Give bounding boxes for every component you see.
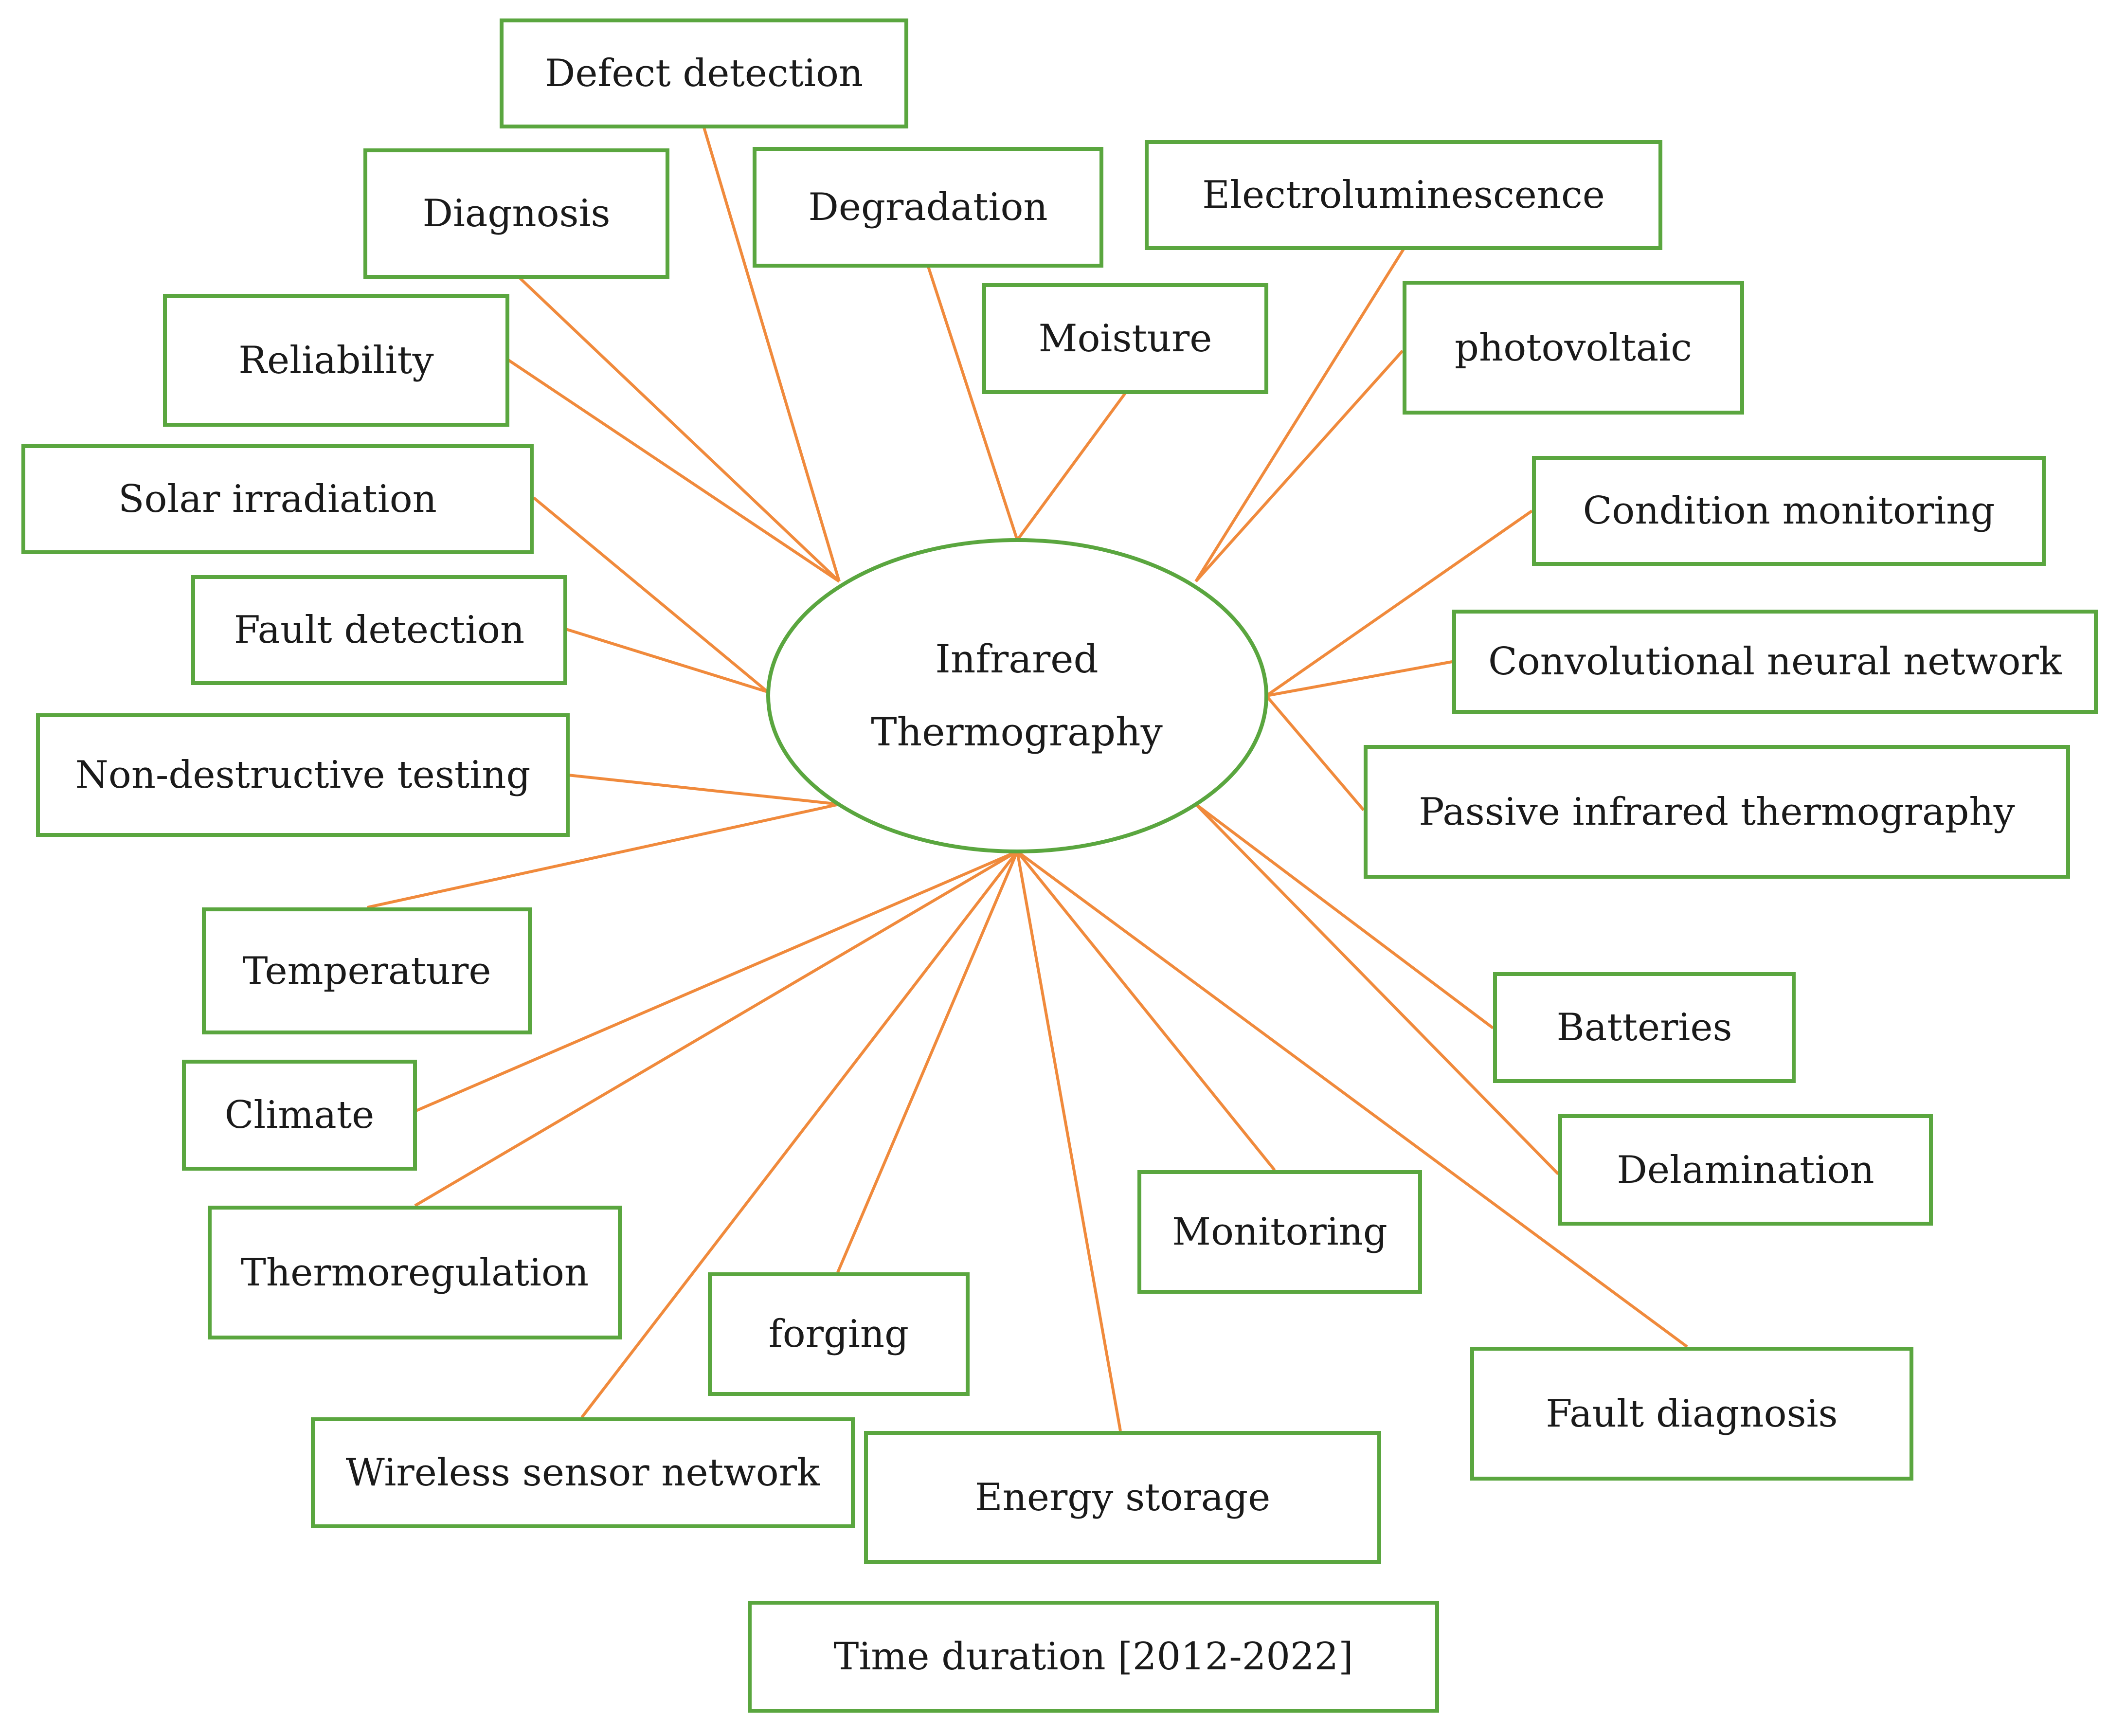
keyword-solar-irradiation: Solar irradiation — [21, 444, 534, 554]
keyword-climate: Climate — [182, 1060, 417, 1171]
connector-wireless-sensor-network — [580, 850, 1019, 1418]
connector-electroluminescence — [1194, 248, 1405, 582]
connector-solar-irradiation — [533, 496, 769, 693]
connector-moisture — [1016, 392, 1127, 541]
connector-passive-infrared — [1265, 695, 1365, 811]
connector-energy-storage — [1016, 851, 1122, 1431]
connector-thermoregulation — [414, 850, 1018, 1207]
keyword-temperature: Temperature — [202, 907, 532, 1034]
connector-convolutional — [1266, 660, 1453, 697]
keyword-convolutional-neural-network: Convolutional neural network — [1452, 610, 2098, 714]
connector-batteries — [1195, 803, 1494, 1030]
connector-defect-detection — [703, 127, 841, 582]
center-label-line2: Thermography — [871, 709, 1163, 755]
keyword-energy-storage: Energy storage — [864, 1431, 1381, 1564]
keyword-passive-infrared-thermography: Passive infrared thermography — [1364, 745, 2070, 879]
keyword-time-duration: Time duration [2012-2022] — [748, 1601, 1439, 1713]
keyword-batteries: Batteries — [1493, 972, 1796, 1083]
keyword-fault-detection: Fault detection — [191, 575, 567, 685]
keyword-delamination: Delamination — [1558, 1114, 1933, 1226]
connector-fault-diagnosis — [1016, 850, 1688, 1348]
connector-diagnosis — [518, 276, 841, 583]
keyword-thermoregulation: Thermoregulation — [208, 1206, 622, 1339]
center-ellipse — [766, 538, 1268, 853]
keyword-moisture: Moisture — [982, 283, 1268, 394]
connector-reliability — [507, 359, 840, 583]
connector-delamination — [1194, 803, 1560, 1175]
keyword-degradation: Degradation — [753, 147, 1103, 268]
keyword-non-destructive-testing: Non-destructive testing — [36, 713, 570, 837]
connector-forging — [836, 850, 1019, 1273]
keyword-wireless-sensor-network: Wireless sensor network — [311, 1417, 855, 1528]
connector-photovoltaic — [1194, 349, 1404, 583]
keyword-photovoltaic: photovoltaic — [1403, 281, 1744, 415]
connector-non-destructive-testing — [568, 774, 840, 806]
keyword-diagnosis: Diagnosis — [363, 148, 669, 279]
center-label-line1: Infrared — [935, 636, 1099, 682]
keyword-defect-detection: Defect detection — [500, 18, 908, 128]
connector-climate — [415, 850, 1018, 1112]
connector-fault-detection — [565, 628, 768, 693]
keyword-electroluminescence: Electroluminescence — [1145, 140, 1662, 250]
connector-monitoring — [1016, 850, 1276, 1171]
keyword-monitoring: Monitoring — [1137, 1170, 1422, 1294]
connector-degradation — [927, 266, 1019, 541]
connector-condition-monitoring — [1265, 509, 1533, 697]
keyword-fault-diagnosis: Fault diagnosis — [1470, 1347, 1913, 1481]
keyword-forging: forging — [708, 1272, 970, 1396]
keyword-reliability: Reliability — [163, 294, 509, 427]
center-node: Infrared Thermography — [769, 540, 1265, 851]
connector-temperature — [367, 803, 840, 909]
keyword-condition-monitoring: Condition monitoring — [1532, 456, 2046, 566]
